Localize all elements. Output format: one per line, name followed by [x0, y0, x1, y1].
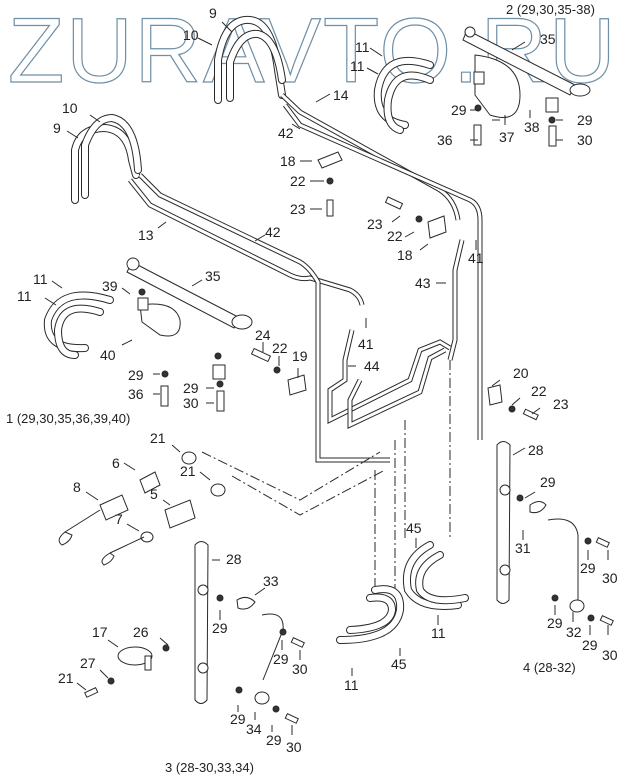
bracket-28-right	[496, 441, 614, 626]
group-label-2: 2 (29,30,35-38)	[506, 2, 595, 17]
callout-9: 9	[53, 120, 61, 136]
callout-28: 28	[226, 551, 242, 567]
callout-27: 27	[80, 655, 96, 671]
callout-11: 11	[17, 288, 32, 304]
callout-6: 6	[112, 455, 120, 471]
callout-5: 5	[150, 486, 158, 502]
callout-10: 10	[183, 27, 199, 43]
callout-labels: 9 10 11 11 35 14 42 29 29 36 37 38 30 10…	[17, 5, 618, 755]
callout-23: 23	[553, 396, 569, 412]
callout-32: 32	[566, 624, 582, 640]
callout-23: 23	[367, 216, 383, 232]
callout-11: 11	[431, 625, 446, 641]
callout-29: 29	[582, 637, 598, 653]
callout-29: 29	[128, 367, 144, 383]
callout-30: 30	[577, 132, 593, 148]
callout-19: 19	[292, 348, 308, 364]
hose-11-45-bottom	[336, 541, 469, 644]
cylinder-35-left	[126, 257, 253, 412]
callout-35: 35	[205, 268, 221, 284]
callout-29: 29	[212, 620, 228, 636]
callout-44: 44	[364, 358, 380, 374]
callout-29: 29	[540, 474, 556, 490]
callout-22: 22	[387, 228, 403, 244]
callout-30: 30	[602, 647, 618, 663]
hose-11-left	[43, 291, 114, 359]
pipe-13-42	[128, 173, 390, 463]
callout-34: 34	[246, 721, 262, 737]
callout-29: 29	[547, 615, 563, 631]
hose-9-10-top	[214, 15, 286, 104]
fittings-5-8	[58, 451, 226, 566]
callout-45: 45	[391, 656, 407, 672]
callout-23: 23	[290, 201, 306, 217]
hose-9-10-left	[71, 113, 142, 204]
callout-11: 11	[33, 271, 48, 287]
callout-29: 29	[273, 651, 289, 667]
group-label-1: 1 (29,30,35,36,39,40)	[6, 411, 130, 426]
callout-38: 38	[524, 119, 540, 135]
pipe-43	[447, 239, 465, 361]
group-label-4: 4 (28-32)	[523, 660, 576, 675]
callout-29: 29	[580, 560, 596, 576]
callout-40: 40	[100, 347, 116, 363]
callout-29: 29	[266, 732, 282, 748]
callout-29: 29	[577, 112, 593, 128]
callout-30: 30	[183, 395, 199, 411]
callout-11: 11	[344, 677, 359, 693]
callout-22: 22	[290, 173, 306, 189]
callout-21: 21	[58, 670, 74, 686]
callout-7: 7	[115, 511, 123, 527]
pipe-14-42	[280, 93, 483, 440]
callout-29: 29	[451, 102, 467, 118]
callout-41: 41	[358, 336, 374, 352]
callout-35: 35	[540, 31, 556, 47]
callout-30: 30	[292, 661, 308, 677]
callout-45: 45	[406, 520, 422, 536]
callout-21: 21	[180, 463, 196, 479]
routing-dash-lines	[201, 360, 451, 590]
callout-24: 24	[255, 327, 271, 343]
callout-11: 11	[355, 39, 370, 55]
callout-29: 29	[183, 380, 199, 396]
callout-33: 33	[263, 573, 279, 589]
cylinder-35-top	[462, 26, 591, 147]
callout-31: 31	[515, 540, 531, 556]
callout-39: 39	[102, 278, 118, 294]
callout-10: 10	[62, 100, 78, 116]
callout-21: 21	[150, 430, 166, 446]
callout-36: 36	[437, 132, 453, 148]
callout-41: 41	[468, 250, 484, 266]
leader-lines	[44, 21, 609, 735]
clamps-and-bolts	[250, 151, 539, 421]
callout-9: 9	[209, 5, 217, 21]
callout-11: 11	[350, 58, 365, 74]
bracket-28-left	[194, 541, 305, 724]
callout-18: 18	[280, 153, 296, 169]
callout-29: 29	[230, 711, 246, 727]
group-label-3: 3 (28-30,33,34)	[165, 760, 254, 775]
callout-22: 22	[531, 383, 547, 399]
pipe-44	[327, 329, 452, 429]
callout-8: 8	[73, 479, 81, 495]
callout-14: 14	[333, 87, 349, 103]
callout-42: 42	[278, 125, 294, 141]
clamp-17	[84, 644, 170, 698]
callout-30: 30	[602, 570, 618, 586]
callout-22: 22	[272, 340, 288, 356]
callout-28: 28	[528, 442, 544, 458]
callout-13: 13	[138, 227, 154, 243]
callout-37: 37	[499, 129, 515, 145]
callout-36: 36	[128, 386, 144, 402]
callout-43: 43	[415, 275, 431, 291]
callout-42: 42	[265, 224, 281, 240]
callout-18: 18	[397, 247, 413, 263]
callout-17: 17	[92, 624, 108, 640]
hose-11-top	[373, 57, 434, 134]
callout-26: 26	[133, 624, 149, 640]
callout-20: 20	[513, 365, 529, 381]
callout-30: 30	[286, 739, 302, 755]
